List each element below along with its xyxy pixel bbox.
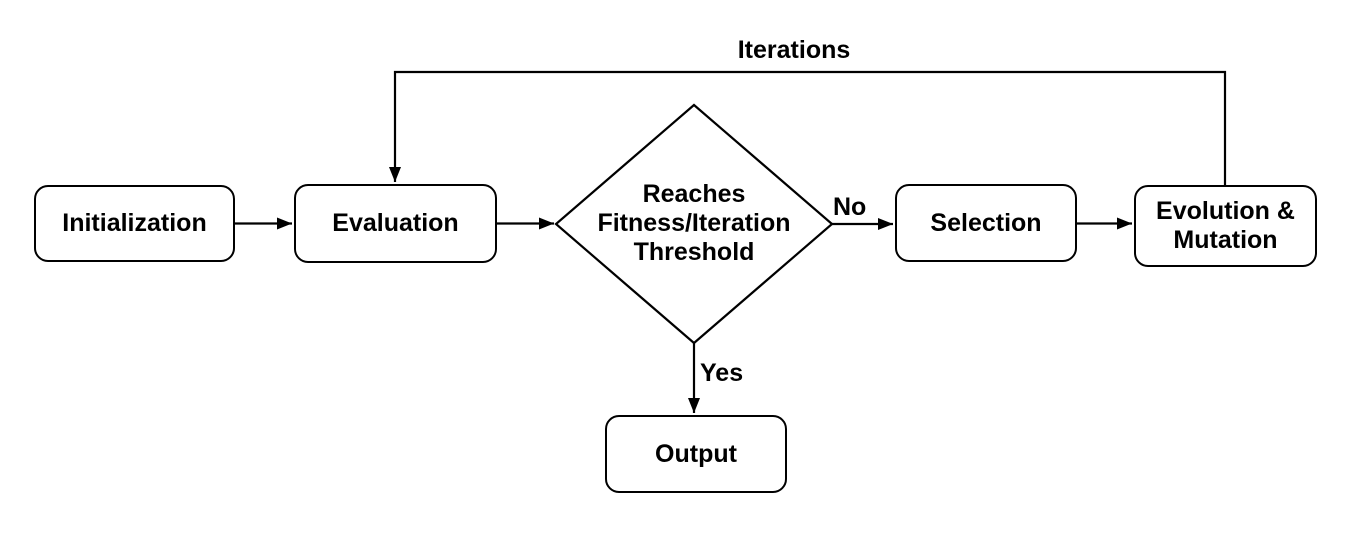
decision-label-line1: Reaches [642,180,746,208]
edge-label-no: No [833,193,867,221]
edge-label-iterations: Iterations [737,36,851,64]
node-evolution-mutation-label-line2: Mutation [1173,226,1278,254]
edge-iterations-loop [389,70,1227,185]
node-evolution-mutation-label-line1: Evolution & [1156,197,1295,225]
node-evaluation-label: Evaluation [332,209,459,237]
decision-diamond-shape [554,103,834,345]
decision-label-line2: Fitness/Iteration [597,209,791,237]
node-initialization-label: Initialization [62,209,207,237]
node-output-label: Output [655,439,737,468]
node-selection-label: Selection [930,208,1042,237]
node-evaluation: Evaluation [294,184,497,263]
node-output: Output [605,415,787,493]
node-initialization: Initialization [34,185,235,262]
node-selection: Selection [895,184,1077,262]
edge-label-yes: Yes [700,359,744,387]
node-decision-label: Reaches Fitness/Iteration Threshold [564,180,824,267]
node-evolution-mutation: Evolution & Mutation [1134,185,1317,267]
decision-label-line3: Threshold [633,238,755,266]
